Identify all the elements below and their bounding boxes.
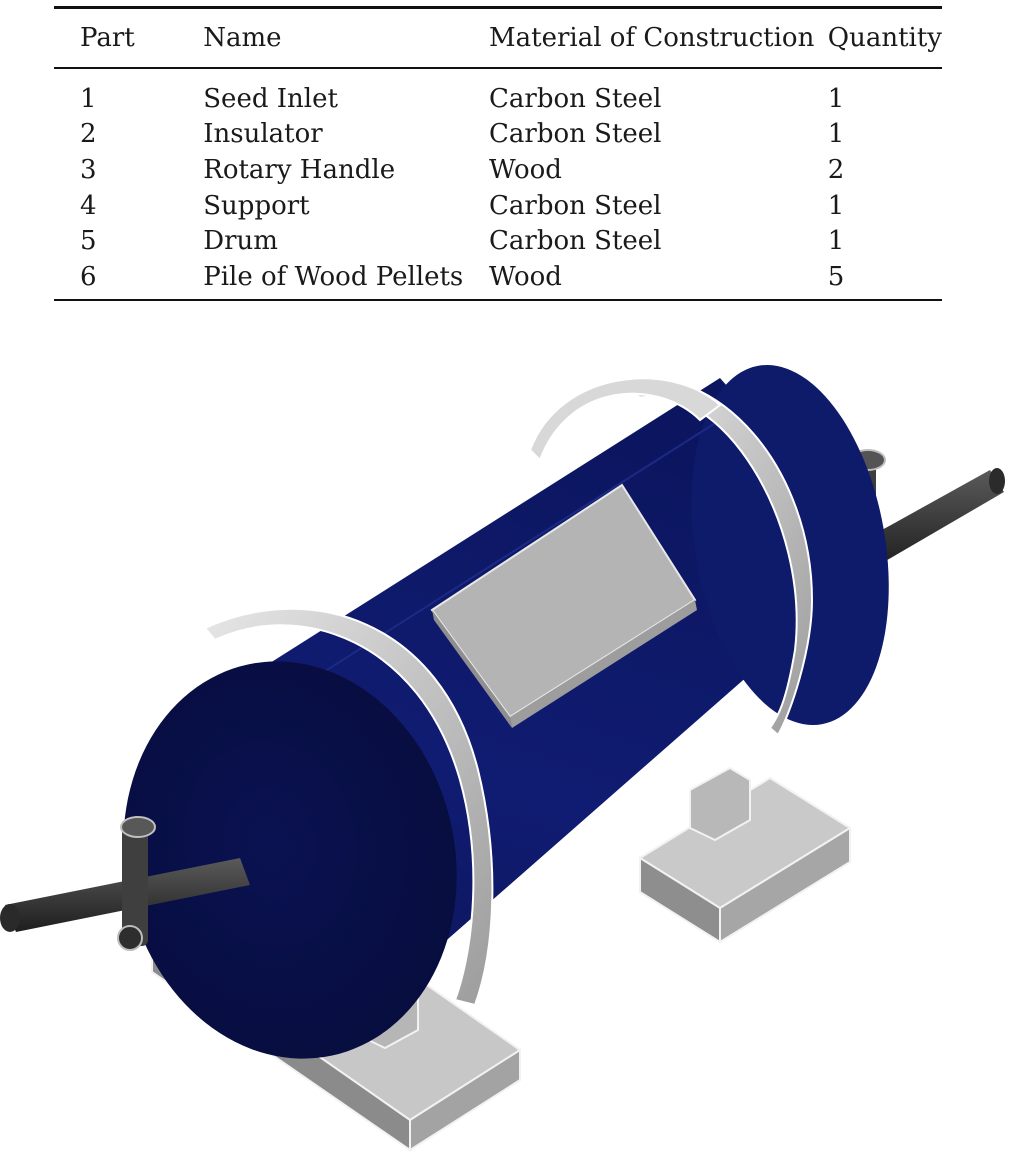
cell-name: Rotary Handle	[203, 154, 396, 185]
cell-name: Insulator	[203, 119, 323, 150]
cell-name: Pile of Wood Pellets	[203, 261, 464, 292]
cell-name: Drum	[203, 226, 278, 257]
insulator-ring-front	[203, 607, 494, 1007]
cell-material: Wood	[489, 154, 562, 185]
cell-quantity: 5	[827, 261, 845, 292]
cell-part: 3	[80, 154, 97, 185]
cell-material: Carbon Steel	[489, 83, 662, 114]
table-row: 5 Drum Carbon Steel 1	[54, 223, 942, 259]
cell-name: Support	[203, 190, 310, 221]
drum-end-cap	[123, 661, 457, 1059]
header-part: Part	[80, 23, 135, 53]
cell-part: 2	[80, 119, 97, 150]
rotary-drum-illustration	[0, 365, 1005, 1152]
cell-part: 4	[80, 190, 97, 221]
header-name: Name	[203, 23, 282, 53]
cell-material: Carbon Steel	[489, 190, 662, 221]
table-row: 4 Support Carbon Steel 1	[54, 188, 942, 224]
cell-part: 5	[80, 226, 97, 257]
table-header-row: Part Name Material of Construction Quant…	[54, 7, 942, 68]
table-row: 2 Insulator Carbon Steel 1	[54, 117, 942, 153]
cell-material: Carbon Steel	[489, 226, 662, 257]
parts-table: Part Name Material of Construction Quant…	[54, 6, 942, 301]
cell-quantity: 1	[827, 83, 845, 114]
table-row: 6 Pile of Wood Pellets Wood 5	[54, 259, 942, 300]
cell-quantity: 1	[827, 119, 845, 150]
table-row: 1 Seed Inlet Carbon Steel 1	[54, 68, 942, 117]
insulator-ring-back	[528, 376, 814, 737]
cell-name: Seed Inlet	[203, 83, 338, 114]
seed-inlet-plate	[430, 483, 697, 728]
shaft-right	[855, 468, 1005, 570]
header-material: Material of Construction	[489, 23, 815, 53]
cell-quantity: 1	[827, 190, 845, 221]
cell-material: Carbon Steel	[489, 119, 662, 150]
support-back	[638, 766, 852, 944]
header-quantity: Quantity	[827, 23, 942, 53]
cell-material: Wood	[489, 261, 562, 292]
table-row: 3 Rotary Handle Wood 2	[54, 152, 942, 188]
cell-part: 6	[80, 261, 97, 292]
cell-quantity: 2	[827, 154, 845, 185]
cell-quantity: 1	[827, 226, 845, 257]
rotary-handle-left	[117, 816, 156, 951]
cell-part: 1	[80, 83, 97, 114]
